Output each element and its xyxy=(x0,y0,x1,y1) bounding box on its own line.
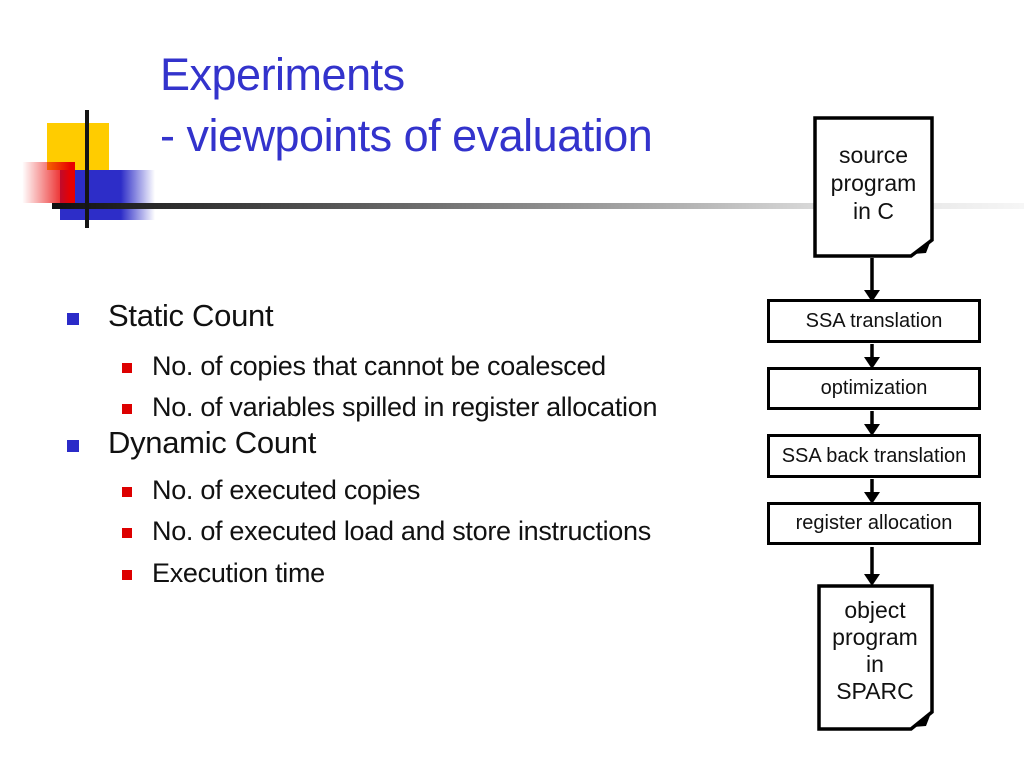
decoration-blue-square xyxy=(60,170,155,220)
decoration-horizontal-rule xyxy=(52,203,1024,209)
bullet-square-icon xyxy=(67,312,79,325)
bullet-item-dynamic-count: Dynamic Count xyxy=(67,421,316,465)
sub-bullet-square-icon xyxy=(122,486,132,497)
doc-text-line: in xyxy=(866,651,884,677)
flow-step-register-allocation: register allocation xyxy=(767,502,981,545)
flow-step-label: SSA translation xyxy=(805,309,943,332)
doc-text-line: object xyxy=(844,597,906,623)
decoration-vertical-line xyxy=(85,110,89,228)
sub-bullet-item: No. of executed load and store instructi… xyxy=(122,509,651,553)
arrow-head-icon xyxy=(864,574,880,586)
bullet-label: Dynamic Count xyxy=(108,425,317,460)
sub-bullet-square-icon xyxy=(122,403,132,414)
sub-bullet-label: No. of executed load and store instructi… xyxy=(152,515,651,546)
flow-step-ssa-translation: SSA translation xyxy=(767,299,981,343)
source-document-label: source program in C xyxy=(817,141,930,225)
doc-text-line: source xyxy=(838,142,909,168)
source-document-fold-icon xyxy=(913,240,931,254)
bullet-item-static-count: Static Count xyxy=(67,294,274,338)
bullet-square-icon xyxy=(67,439,79,452)
title-line-2: - viewpoints of evaluation xyxy=(160,110,653,161)
doc-text-line: in C xyxy=(853,198,894,224)
sub-bullet-label: No. of executed copies xyxy=(152,474,421,505)
bullet-label: Static Count xyxy=(108,298,274,333)
doc-text-line: SPARC xyxy=(836,678,914,704)
doc-text-line: program xyxy=(830,170,917,196)
sub-bullet-item: No. of copies that cannot be coalesced xyxy=(122,344,606,388)
sub-bullet-label: No. of variables spilled in register all… xyxy=(152,391,658,422)
flow-step-ssa-back-translation: SSA back translation xyxy=(767,434,981,478)
decoration-red-square xyxy=(20,162,75,203)
sub-bullet-item: Execution time xyxy=(122,551,325,595)
sub-bullet-label: Execution time xyxy=(152,557,325,588)
sub-bullet-square-icon xyxy=(122,569,132,580)
sub-bullet-item: No. of variables spilled in register all… xyxy=(122,385,657,429)
sub-bullet-square-icon xyxy=(122,527,132,538)
sub-bullet-label: No. of copies that cannot be coalesced xyxy=(152,350,606,381)
sub-bullet-square-icon xyxy=(122,362,132,373)
slide-title: Experiments - viewpoints of evaluation xyxy=(160,44,653,166)
title-line-1: Experiments xyxy=(160,49,405,100)
flow-step-label: optimization xyxy=(820,377,928,399)
sub-bullet-item: No. of executed copies xyxy=(122,468,420,512)
flow-step-label: SSA back translation xyxy=(781,444,967,467)
flow-step-optimization: optimization xyxy=(767,367,981,410)
flow-step-label: register allocation xyxy=(795,512,953,534)
object-document-fold-icon xyxy=(913,713,931,727)
doc-text-line: program xyxy=(832,624,918,650)
object-document-label: object program in SPARC xyxy=(820,597,930,705)
